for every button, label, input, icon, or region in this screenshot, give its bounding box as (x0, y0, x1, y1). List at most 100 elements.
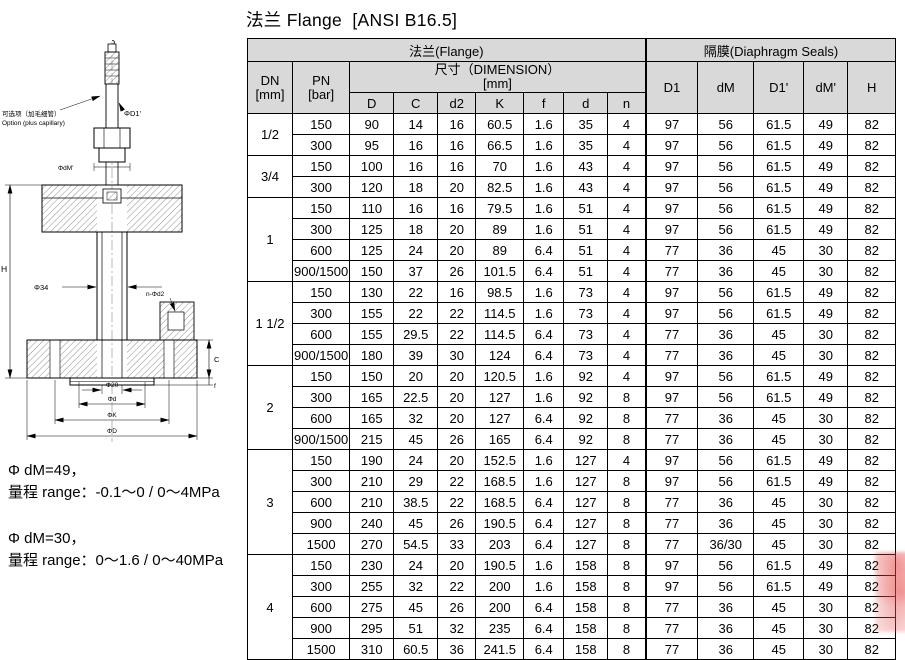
seal-cell: 49 (803, 449, 849, 471)
dim-cell: 1.6 (523, 155, 565, 177)
seal-cell: 30 (803, 344, 849, 366)
seal-cell: 97 (645, 365, 699, 387)
dim-cell: 1.6 (523, 386, 565, 408)
seal-cell: 36 (697, 428, 755, 450)
dim-cell: 22 (393, 281, 439, 303)
seal-cell: 77 (645, 407, 699, 429)
dim-cell: 16 (437, 113, 477, 135)
dim-cell: 1.6 (523, 197, 565, 219)
dim-cell: 24 (393, 449, 439, 471)
seal-cell: 82 (847, 491, 897, 513)
page-title: 法兰 Flange [ANSI B16.5] (246, 10, 458, 30)
dim-cell: 120 (349, 176, 395, 198)
seal-cell: 82 (847, 197, 897, 219)
dim-cell: 6.4 (523, 407, 565, 429)
dim-cell: 22 (437, 470, 477, 492)
col-header-dm-prime: dM' (803, 61, 849, 114)
dim-cell: 16 (437, 197, 477, 219)
diaphragm-group-header: 隔膜(Diaphragm Seals) (645, 38, 897, 62)
pn-cell: 150 (291, 197, 351, 219)
dim-cell: 4 (607, 239, 647, 261)
seal-cell: 97 (645, 575, 699, 597)
pn-cell: 300 (291, 386, 351, 408)
dim-cell: 89 (475, 218, 525, 240)
dim-cell: 310 (349, 638, 395, 660)
dim-cell: 20 (393, 365, 439, 387)
dim-cell: 4 (607, 113, 647, 135)
dim-cell: 32 (393, 575, 439, 597)
bolt-hole-piece: n-Φd2 (146, 291, 195, 341)
dim-cell: 6.4 (523, 596, 565, 618)
seal-cell: 49 (803, 302, 849, 324)
dim-cell: 180 (349, 344, 395, 366)
dim-cell: 20 (437, 239, 477, 261)
seal-cell: 61.5 (753, 575, 805, 597)
seal-cell: 45 (753, 512, 805, 534)
dim-cell: 241.5 (475, 638, 525, 660)
seal-cell: 45 (753, 428, 805, 450)
dim-cell: 150 (349, 365, 395, 387)
seal-cell: 56 (697, 365, 755, 387)
seal-cell: 45 (753, 533, 805, 555)
pn-cell: 600 (291, 407, 351, 429)
dim-cell: 235 (475, 617, 525, 639)
dim-cell: 255 (349, 575, 395, 597)
dim-cell: 8 (607, 554, 647, 576)
dim-cell: 155 (349, 302, 395, 324)
hex-nut: ΦdM' (58, 127, 131, 185)
pn-cell: 300 (291, 176, 351, 198)
col-header-n: n (607, 92, 647, 114)
flange-section (26, 339, 198, 386)
seal-cell: 61.5 (753, 176, 805, 198)
dim-cell: 158 (563, 638, 609, 660)
dim-cell: 14 (393, 113, 439, 135)
seal-cell: 82 (847, 302, 897, 324)
dim-cell: 32 (437, 617, 477, 639)
pn-cell: 900 (291, 512, 351, 534)
seal-cell: 61.5 (753, 281, 805, 303)
flange-table: 法兰(Flange) 隔膜(Diaphragm Seals) DN [mm] P… (246, 38, 897, 660)
pn-cell: 300 (291, 302, 351, 324)
seal-cell: 97 (645, 470, 699, 492)
dim-cell: 4 (607, 218, 647, 240)
seal-cell: 82 (847, 386, 897, 408)
dim-cell: 8 (607, 638, 647, 660)
seal-cell: 61.5 (753, 449, 805, 471)
pn-cell: 1500 (291, 533, 351, 555)
dim-cell: 20 (437, 218, 477, 240)
h-label: H (1, 264, 7, 274)
seal-cell: 82 (847, 512, 897, 534)
seal-cell: 56 (697, 470, 755, 492)
dim-cell: 1.6 (523, 449, 565, 471)
dim-cell: 4 (607, 197, 647, 219)
seal-cell: 56 (697, 449, 755, 471)
dn-cell: 1 (247, 197, 293, 282)
col-header-K: K (475, 92, 525, 114)
dim-cell: 51 (563, 239, 609, 261)
dim-cell: 16 (393, 134, 439, 156)
dim-cell: 16 (393, 197, 439, 219)
flange-drawing: 可选项（加毛细管） Option (plus capillary) ΦD1' Φ… (1, 40, 220, 442)
seal-cell: 61.5 (753, 365, 805, 387)
seal-cell: 77 (645, 344, 699, 366)
note-dm30: Φ dM=30， 量程 range：0～1.6 / 0～40MPa (8, 528, 223, 572)
seal-cell: 56 (697, 554, 755, 576)
seal-cell: 97 (645, 302, 699, 324)
dim-cell: 6.4 (523, 512, 565, 534)
dim-cell: 6.4 (523, 638, 565, 660)
seal-cell: 30 (803, 407, 849, 429)
c-label: C (214, 355, 220, 364)
dim-cell: 45 (393, 596, 439, 618)
seal-cell: 82 (847, 407, 897, 429)
dim-cell: 1.6 (523, 134, 565, 156)
seal-cell: 56 (697, 302, 755, 324)
dim-cell: 90 (349, 113, 395, 135)
seal-cell: 82 (847, 596, 897, 618)
